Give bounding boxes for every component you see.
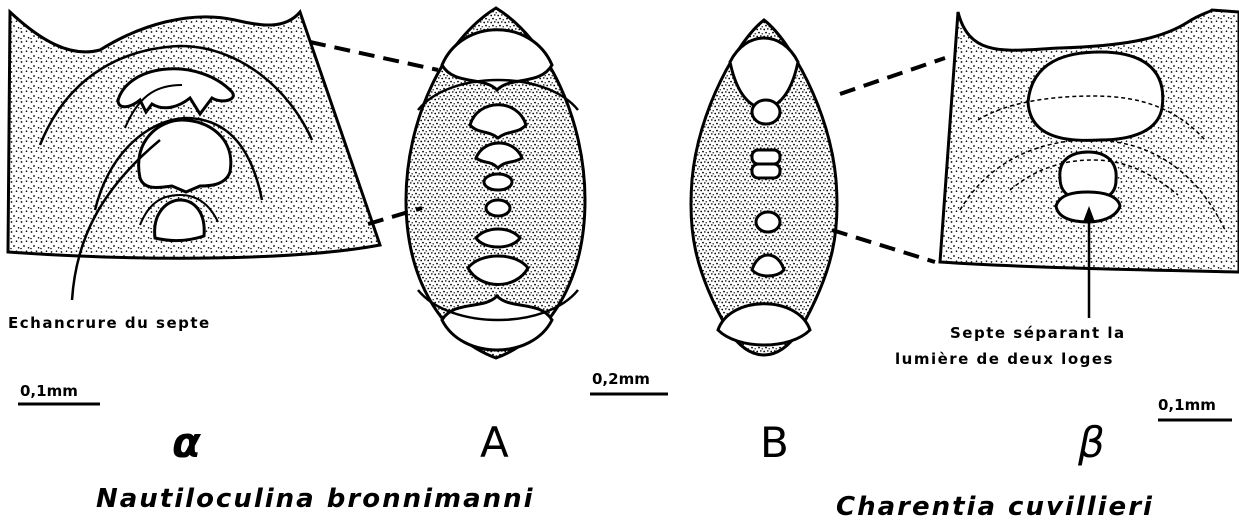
figure-alpha-drawing [8,12,380,258]
scale-label-middle: 0,2mm [592,372,650,387]
annotation-septe-line2: lumière de deux loges [895,352,1114,367]
scale-label-right: 0,1mm [1158,398,1216,413]
figure-B-drawing [691,20,837,355]
annotation-echancrure: Echancrure du septe [8,316,211,331]
connector-bottom-right [832,230,935,262]
connector-top-left [310,42,438,70]
figure-label-A: A [480,422,509,464]
figure-label-B: B [760,422,789,464]
species-name-right: Charentia cuvillieri [836,494,1154,520]
figure-label-beta: β [1078,422,1105,464]
connector-top-right [840,58,945,94]
figure-label-alpha: α [172,422,201,464]
figure-A-drawing [406,8,585,358]
annotation-septe-line1: Septe séparant la [950,326,1126,341]
species-name-left: Nautiloculina bronnimanni [96,486,535,512]
scale-label-left: 0,1mm [20,384,78,399]
